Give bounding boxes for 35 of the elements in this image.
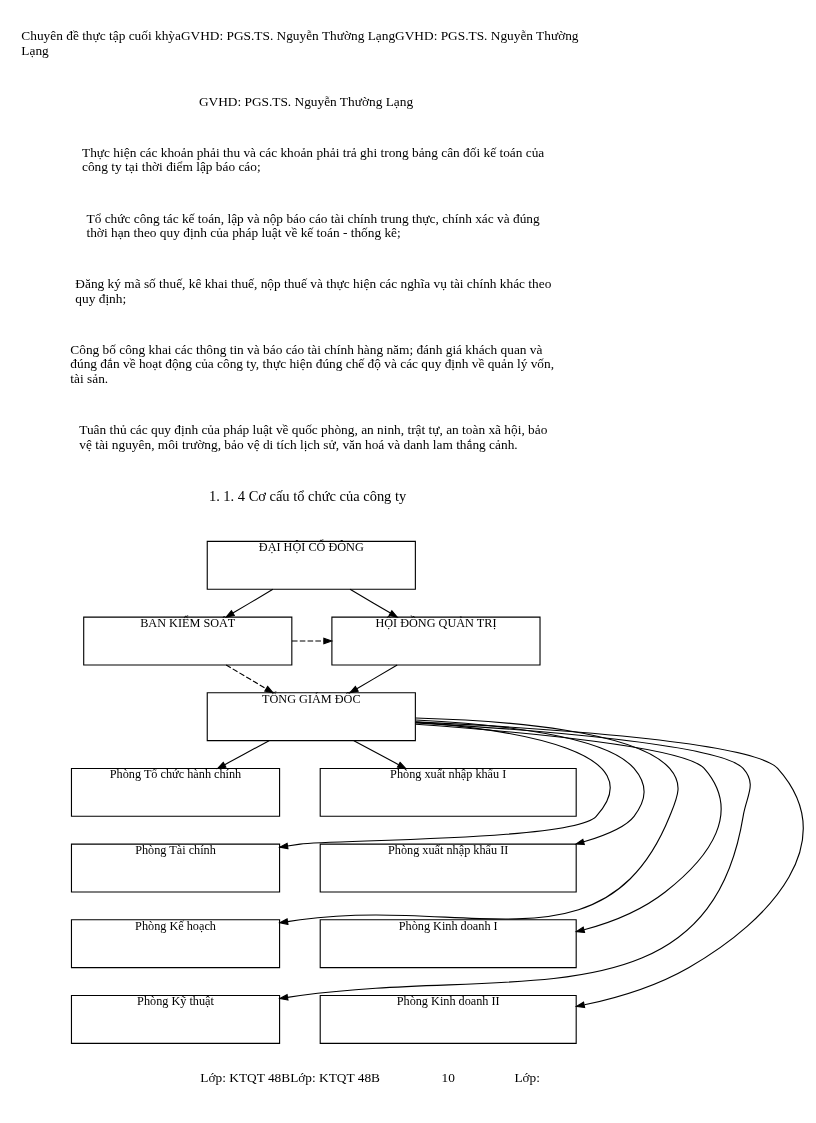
label: Lớp: KTQT 48BLớp: KTQT 48B: [200, 1069, 380, 1085]
label: Tuân thủ các quy định của pháp luật về quốc phòng, an ninh, trật tự, an toàn xã hội, bảo vệ tài nguyên, môi trường, bảo vệ di tích lịch sử, văn hoá và danh lam thắng cảnh.: [79, 421, 548, 452]
arrow: [349, 588, 399, 618]
node-box: Phòng Tổ chức hành chính: [70, 767, 281, 817]
node-box: Phòng xuất nhập khẩu I: [319, 767, 577, 817]
arrow: [224, 588, 274, 618]
node-box: Phòng Kinh doanh I: [319, 918, 577, 968]
node-box: Phòng Tài chính: [70, 843, 281, 893]
arrow: [414, 720, 804, 1008]
label: Thực hiện các khoản phải thu và các khoản phải trả ghi trong bảng cân đối kế toán của công ty tại thời điểm lập báo cáo;: [82, 144, 545, 174]
arrow: [216, 739, 270, 769]
label: Công bố công khai các thông tin và báo cáo tài chính hàng năm; đánh giá khách quan và đúng đắn về hoạt động của công ty, thực hiện đúng chế độ và các quy định về quản lý vốn, tài sản.: [70, 341, 555, 386]
label: 1. 1. 4 Cơ cấu tổ chức của công ty: [208, 487, 407, 504]
label: Tổ chức công tác kế toán, lập và nộp báo cáo tài chính trung thực, chính xác và đúng thời hạn theo quy định của pháp luật về kế toán - thống kê;: [86, 210, 540, 240]
arrow: [225, 663, 275, 694]
node-box: Phòng Kinh doanh II: [319, 994, 577, 1044]
arrow: [291, 637, 334, 645]
label: 10: [441, 1069, 455, 1085]
arrow: [278, 716, 679, 925]
node-box: BAN KIỂM SOÁT: [83, 616, 293, 665]
arrow: [348, 663, 398, 694]
arrow: [415, 718, 645, 845]
node-box: Phòng Kế hoạch: [70, 918, 281, 968]
arrow: [278, 721, 751, 1001]
node-box: ĐẠI HỘI CỔ ĐÔNG: [206, 540, 416, 590]
node-box: Phòng Kỹ thuật: [70, 994, 281, 1044]
arrow: [353, 739, 408, 769]
node-box: Phòng xuất nhập khẩu II: [319, 843, 577, 893]
node-box: HỘI ĐỒNG QUẢN TRỊ: [331, 616, 541, 665]
label: Lớp:: [514, 1069, 541, 1085]
label: GVHD: PGS.TS. Nguyễn Thường Lạng: [198, 93, 414, 109]
label: Đăng ký mã số thuế, kê khai thuế, nộp thuế và thực hiện các nghĩa vụ tài chính khác theo quy định;: [75, 275, 552, 306]
node-box: TỔNG GIÁM ĐỐC: [206, 691, 416, 741]
label: Chuyên đề thực tập cuối khỳaGVHD: PGS.TS. Nguyễn Thường LạngGVHD: PGS.TS. Nguyễn Thường Lạng: [21, 27, 579, 58]
arrow: [415, 723, 722, 933]
